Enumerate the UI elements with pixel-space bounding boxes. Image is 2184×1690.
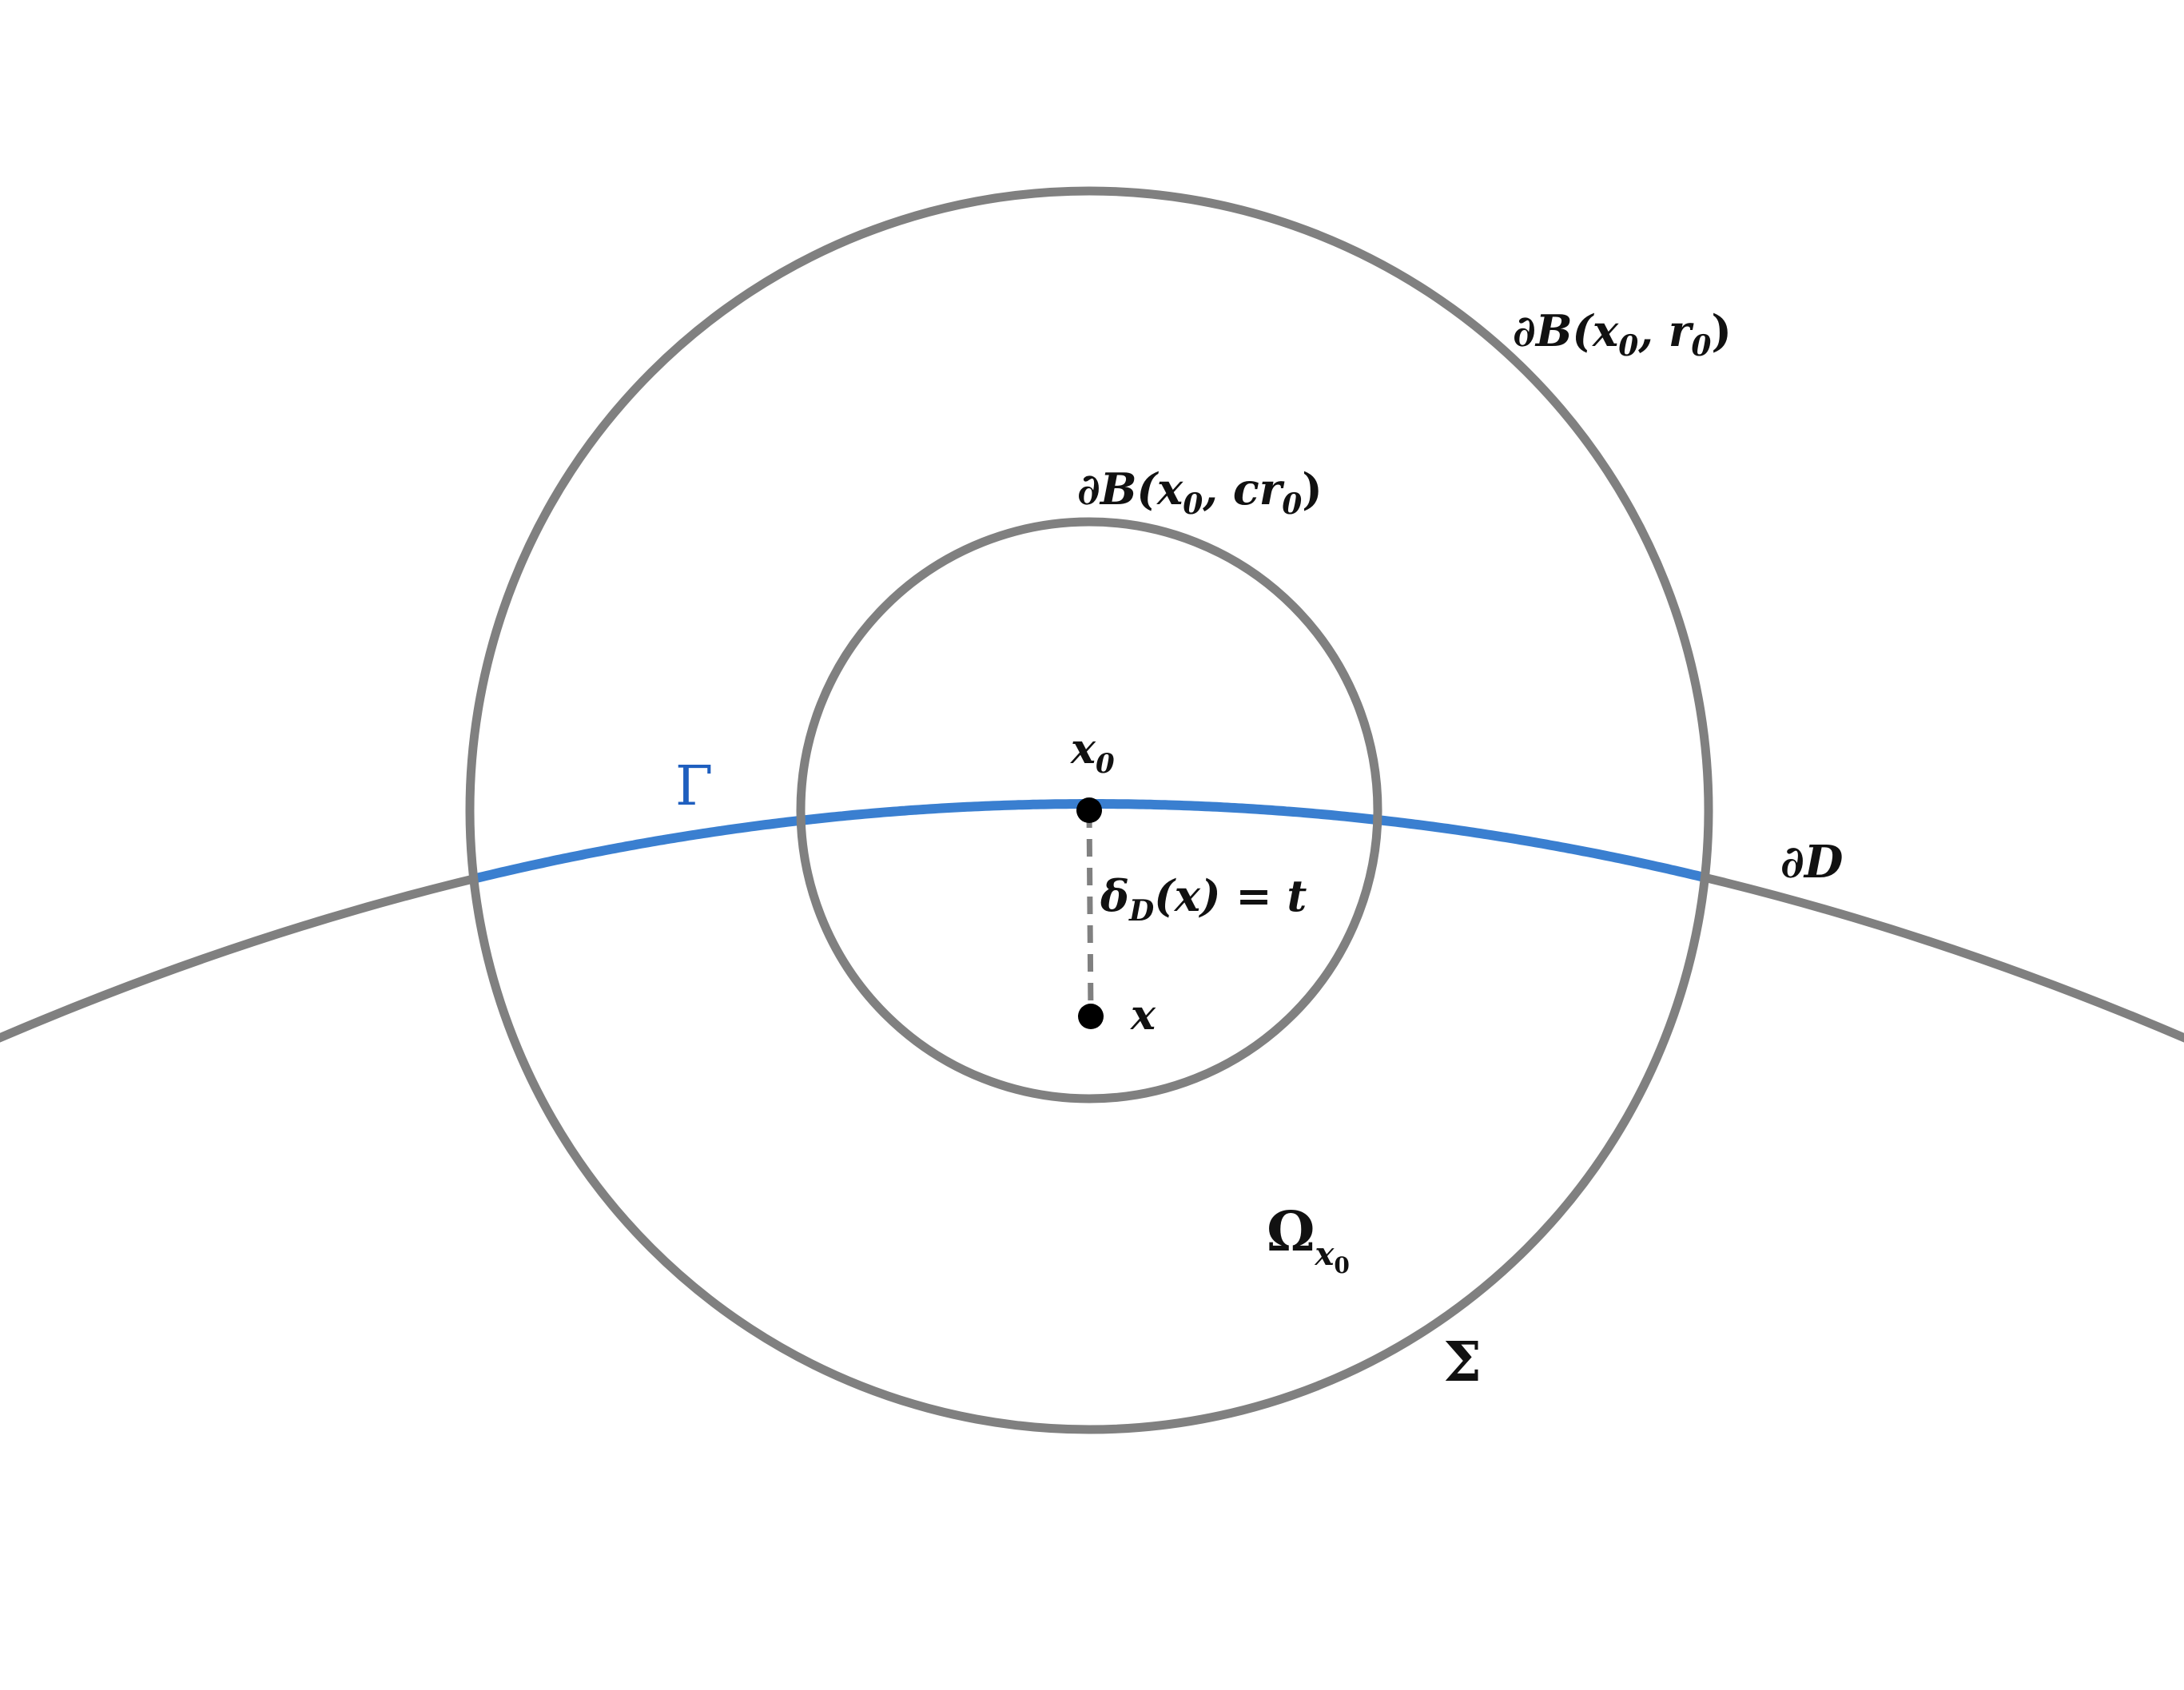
- sigma-label: Σ: [1443, 1330, 1482, 1394]
- region-omega-label: Ωx0: [1267, 1200, 1350, 1278]
- distance-label: δD(x) = t: [1100, 870, 1307, 928]
- point-x: [1078, 1004, 1104, 1029]
- inner-ball-label: ∂B(x0, cr0): [1077, 463, 1323, 521]
- center-point-x0: [1076, 797, 1102, 823]
- point-x-label: x: [1130, 991, 1156, 1040]
- boundary-d-label: ∂D: [1780, 836, 1844, 889]
- outer-ball-label: ∂B(x0, r0): [1513, 305, 1732, 363]
- center-point-label: x0: [1070, 725, 1115, 780]
- gamma-label: Γ: [675, 755, 713, 818]
- distance-segment: [1086, 809, 1094, 1017]
- outer-ball-circle: [465, 186, 1713, 1434]
- inner-ball-circle: [796, 517, 1382, 1103]
